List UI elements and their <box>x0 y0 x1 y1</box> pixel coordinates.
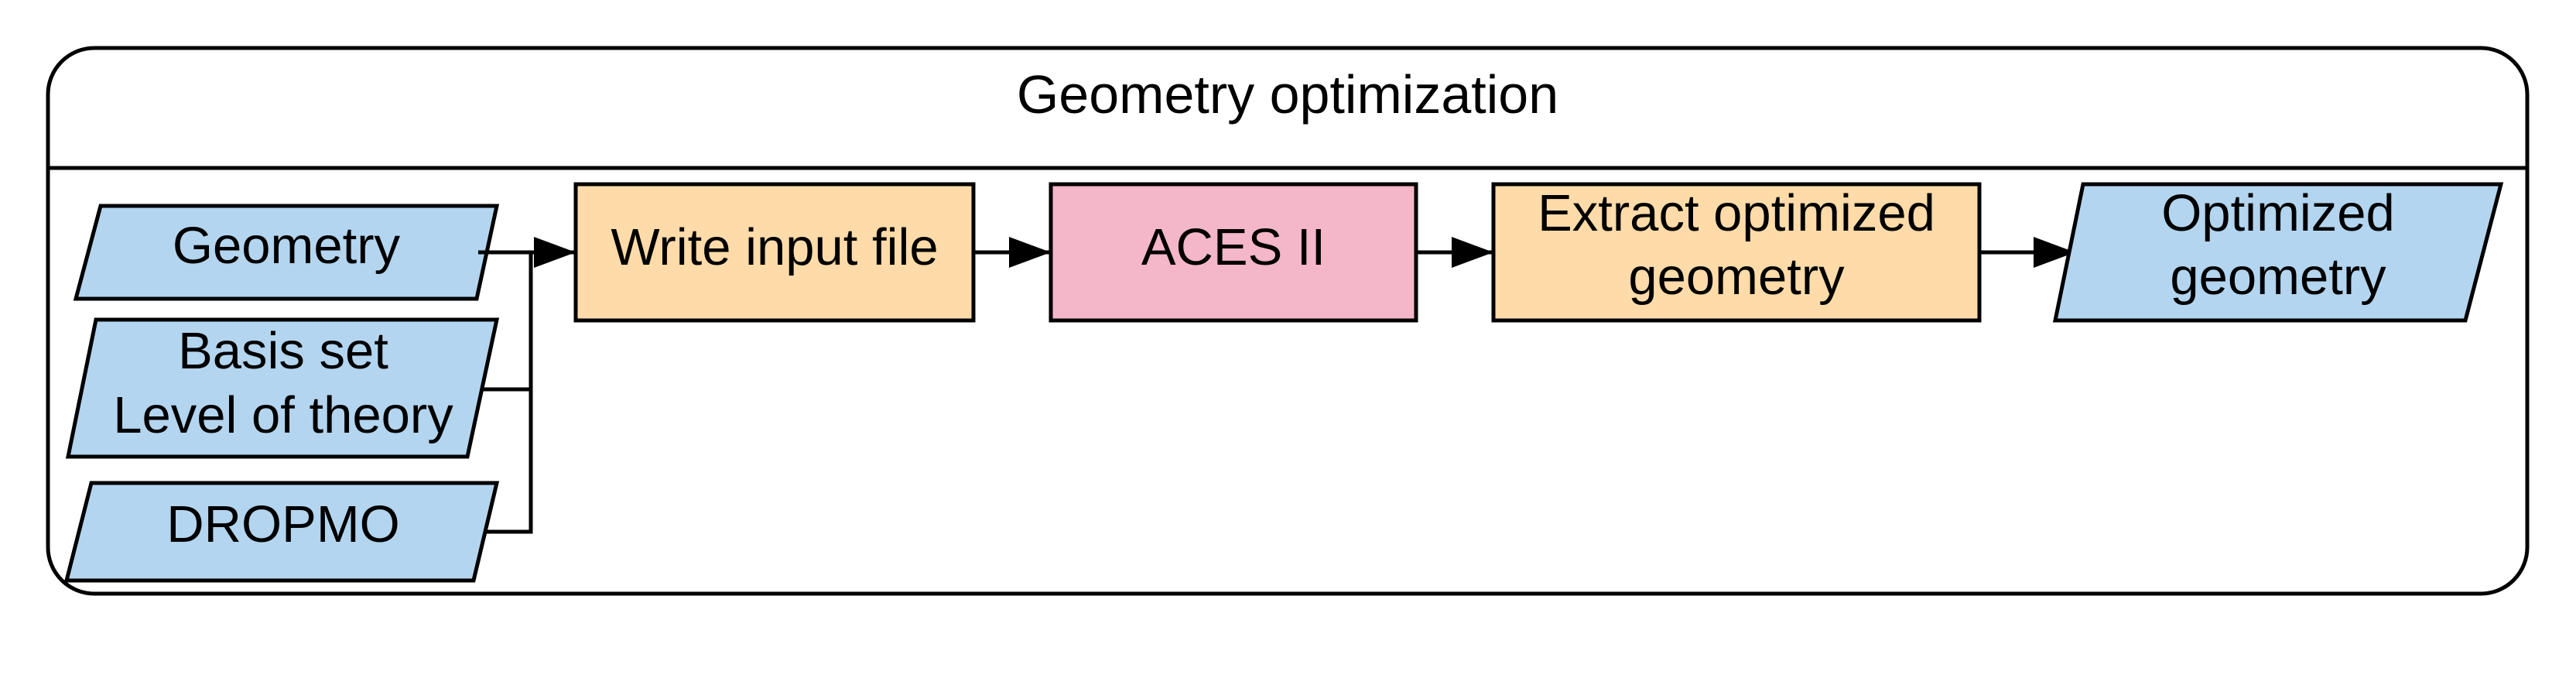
input-basis-set-label: Basis set <box>178 322 388 380</box>
output-optimized-label-line1: Optimized <box>2161 184 2395 242</box>
input-dropmo-label: DROPMO <box>166 495 400 553</box>
step-extract-label-line1: Extract optimized <box>1538 184 1935 242</box>
step-extract-label-line2: geometry <box>1628 248 1845 306</box>
step-write-input-label: Write input file <box>611 218 938 276</box>
input-level-of-theory-label: Level of theory <box>113 386 453 444</box>
step-aces-label: ACES II <box>1141 218 1326 276</box>
connector-dropmo <box>486 252 533 534</box>
output-optimized-label-line2: geometry <box>2170 248 2386 306</box>
input-basis-theory-shape <box>65 317 500 459</box>
step-aces-shape <box>1049 182 1418 323</box>
output-optimized-geometry-shape <box>2052 182 2504 323</box>
input-geometry-label: Geometry <box>173 217 401 275</box>
input-dropmo-shape <box>63 481 500 583</box>
container-title: Geometry optimization <box>1017 64 1558 125</box>
step-write-input-shape <box>573 182 976 323</box>
input-geometry-shape <box>73 204 500 301</box>
step-extract-shape <box>1491 182 1982 323</box>
